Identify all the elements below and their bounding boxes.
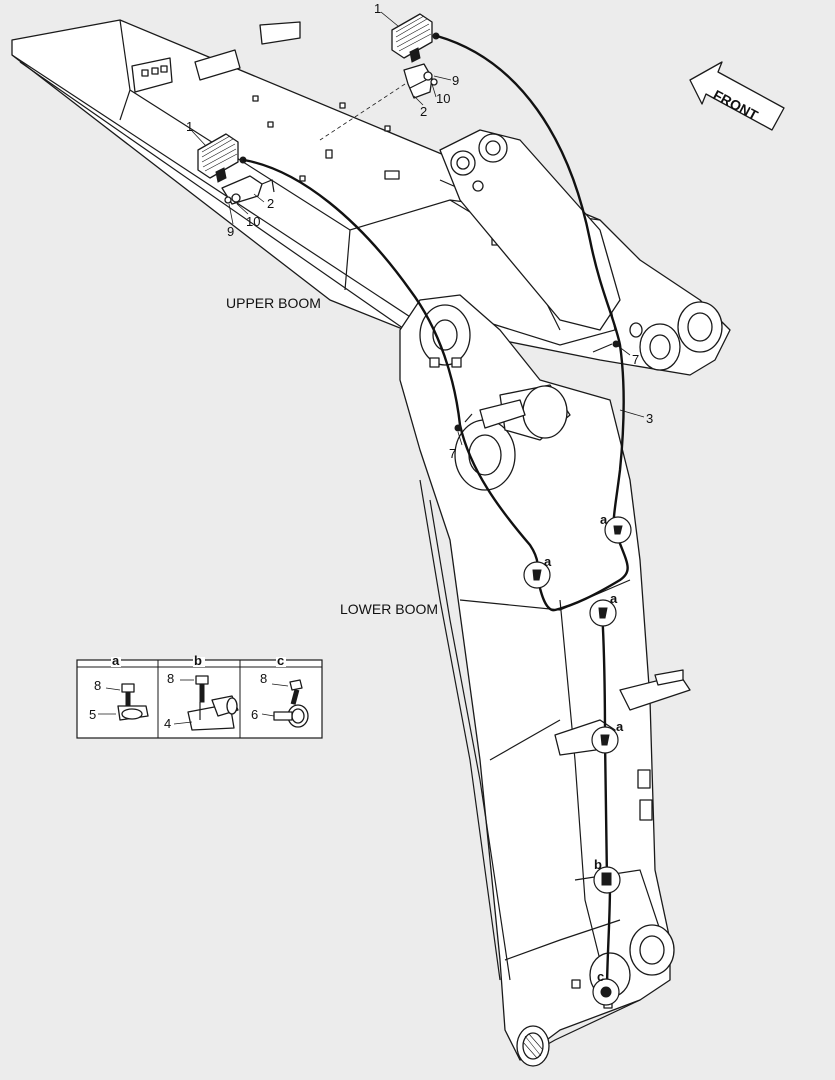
callout-bolt-top: 9	[452, 73, 459, 88]
detail-c-header: c	[277, 653, 284, 668]
detail-marker-b1: b	[594, 857, 602, 872]
callout-leaders	[191, 11, 645, 446]
detail-marker-letters: a a a a b c	[544, 512, 624, 984]
callout-lamp-top: 1	[374, 1, 381, 16]
lamp-assembly-top	[319, 13, 440, 141]
lamp-assembly-left	[197, 133, 275, 205]
detail-a-header: a	[112, 653, 120, 668]
lower-boom-label: LOWER BOOM	[340, 601, 438, 617]
upper-boom-label: UPPER BOOM	[226, 295, 321, 311]
detail-marker-a2: a	[544, 554, 552, 569]
detail-marker-c1: c	[597, 969, 604, 984]
detail-b-header: b	[194, 653, 202, 668]
detail-c-bolt: 8	[260, 671, 267, 686]
detail-a-bolt: 8	[94, 678, 101, 693]
callout-bracket-top: 2	[420, 104, 427, 119]
callout-bolt-left: 9	[227, 224, 234, 239]
detail-a-part: 5	[89, 707, 96, 722]
callout-bracket-left: 2	[267, 196, 274, 211]
detail-locations	[523, 516, 632, 1006]
upper-boom-arm	[11, 19, 731, 376]
callout-tie-right: 7	[632, 352, 639, 367]
detail-b-bolt: 8	[167, 671, 174, 686]
detail-b: b 8 4	[164, 653, 239, 731]
detail-c: c 8 6	[251, 653, 309, 728]
callout-harness: 3	[646, 411, 653, 426]
detail-b-part: 4	[164, 716, 171, 731]
detail-c-part: 6	[251, 707, 258, 722]
detail-marker-a4: a	[616, 719, 624, 734]
callout-lamp-left: 1	[186, 119, 193, 134]
callout-washer-top: 10	[436, 91, 450, 106]
callout-numbers: 1 9 10 2 1 2 10 9 7 3 7	[186, 1, 653, 461]
detail-table: a 8 5 b 8 4 c	[76, 653, 323, 739]
detail-a: a 8 5	[89, 653, 149, 722]
detail-marker-a3: a	[610, 591, 618, 606]
callout-washer-left: 10	[246, 214, 260, 229]
front-direction-arrow: FRONT	[689, 61, 785, 131]
detail-marker-a1: a	[600, 512, 608, 527]
callout-tie-left: 7	[449, 446, 456, 461]
